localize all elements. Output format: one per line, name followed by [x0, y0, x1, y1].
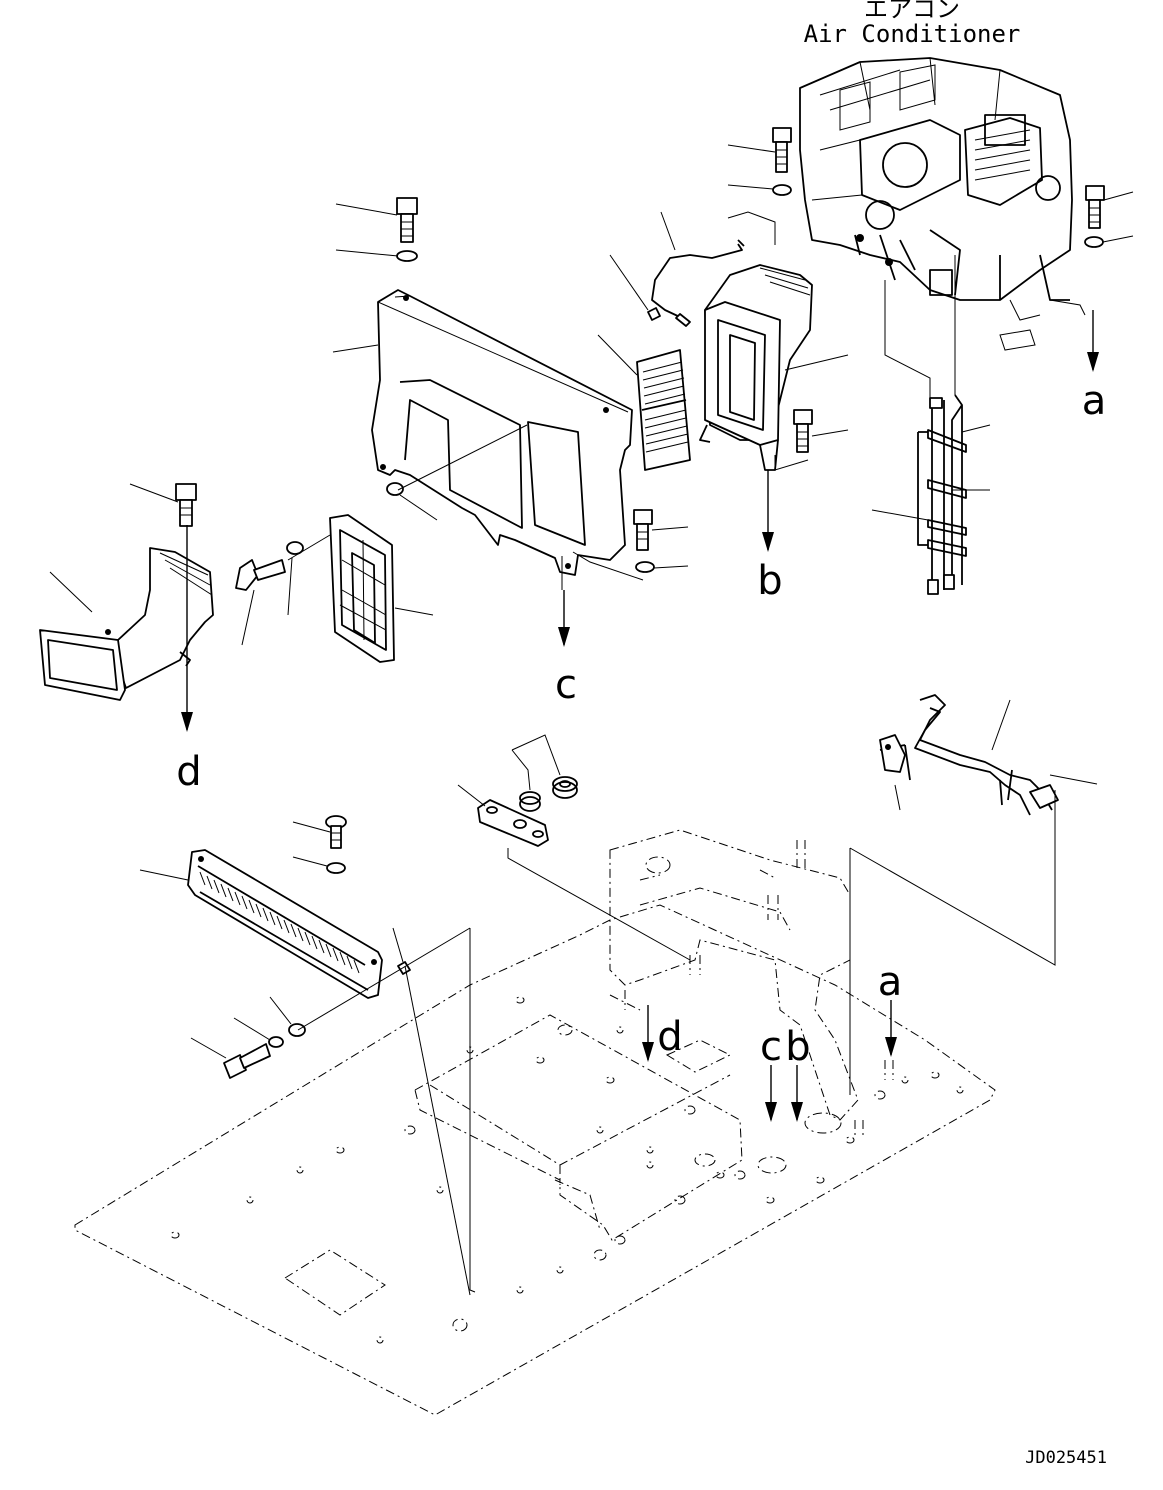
drawing-number: JD025451: [1025, 1448, 1107, 1468]
front-air-duct: [39, 547, 214, 701]
bolt-ac-left: [772, 127, 792, 173]
reference-arrows: [181, 310, 1099, 1122]
air-conditioner-unit: [799, 57, 1073, 351]
cab-floor-frame: [74, 829, 996, 1416]
ref-letter-c-upper: c: [555, 662, 577, 708]
clip: [647, 307, 661, 321]
washer-lower-2: [268, 1036, 284, 1048]
clip-grille: [397, 961, 411, 975]
grille-panel: [329, 514, 395, 663]
cable-harness: [651, 239, 745, 327]
rear-cover-panel: [371, 289, 633, 576]
ref-letter-a-lower: a: [878, 959, 903, 1005]
reference-lines: [287, 211, 1086, 1296]
washer-ac-right: [1084, 236, 1104, 248]
washer-cover-lower: [635, 561, 655, 573]
hose-bundle: [917, 394, 967, 595]
ref-letter-c-lower: c: [760, 1024, 782, 1070]
bolt-front-duct: [175, 483, 197, 527]
ref-letter-b-upper: b: [757, 558, 782, 604]
washer-lower-1: [288, 1023, 306, 1037]
grommet: [386, 482, 404, 496]
bolt-duct: [793, 409, 813, 453]
wing-bolt: [235, 559, 286, 591]
ref-letter-a-upper: a: [1082, 378, 1107, 424]
refrigerant-pipe: [879, 694, 1059, 816]
ref-letter-d-lower: d: [657, 1014, 682, 1060]
washer-cover-top: [396, 250, 418, 262]
ref-letter-b-lower: b: [785, 1024, 810, 1070]
screw-grille: [325, 815, 347, 849]
bolt-cover-lower: [633, 509, 653, 551]
bolt-lower-left: [223, 1043, 271, 1079]
mount-plate: [477, 799, 549, 847]
washer-ac-left: [772, 184, 792, 196]
front-vent-grille: [187, 849, 383, 999]
bolt-ac-right: [1085, 185, 1105, 229]
title-english: Air Conditioner: [804, 20, 1021, 48]
air-filter: [636, 349, 691, 471]
leader-lines: [49, 144, 1134, 1059]
washer-grille-top: [326, 862, 346, 874]
rubber-cushion-1: [519, 791, 541, 812]
bolt-cover-top: [396, 197, 418, 243]
washer-grille: [286, 541, 304, 555]
title-japanese: エアコン: [864, 0, 960, 23]
air-duct-upper: [699, 264, 813, 471]
ref-letter-d-upper: d: [176, 749, 201, 795]
rubber-cushion-2: [552, 776, 578, 799]
